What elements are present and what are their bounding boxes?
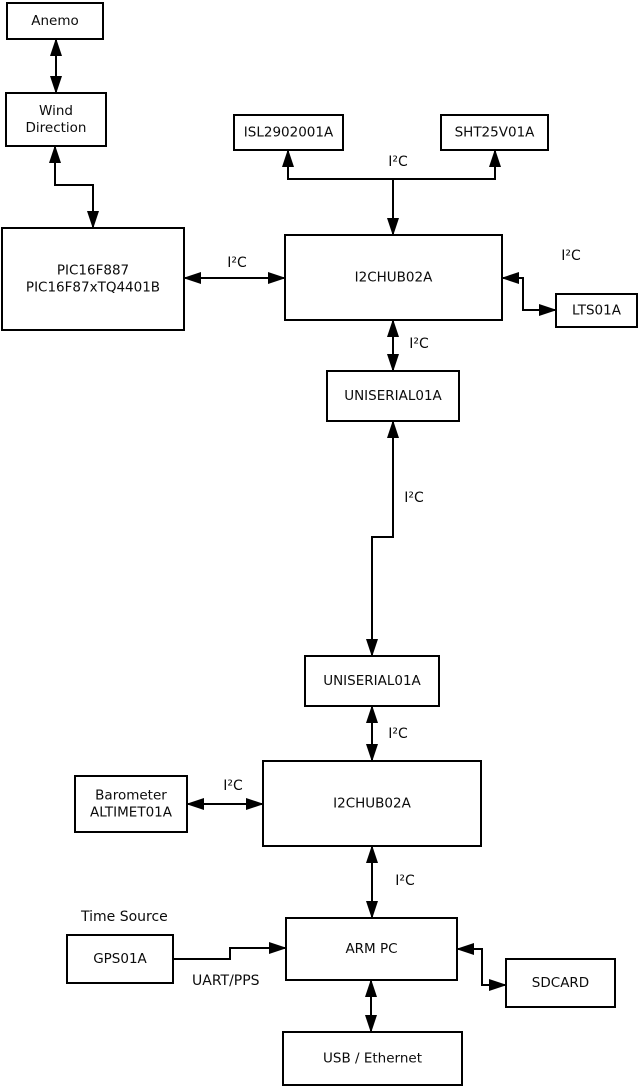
node-label-anemo: Anemo: [31, 13, 79, 29]
node-box-pic: [1, 227, 185, 331]
node-label-lts: LTS01A: [572, 303, 622, 319]
edge-armpc-sdcard: [456, 943, 507, 991]
node-box-arm-pc: [285, 917, 458, 981]
node-isl: ISL2902001A: [233, 114, 344, 151]
node-box-lts: [555, 293, 638, 328]
node-box-usb-ethernet: [282, 1031, 463, 1086]
node-label-barometer-line2: ALTIMET01A: [90, 805, 173, 821]
node-label-wind-direction-line2: Direction: [26, 120, 87, 136]
node-box-sdcard: [505, 958, 616, 1008]
node-label-pic-line1: PIC16F887: [57, 263, 129, 279]
node-label-pic-line2: PIC16F87xTQ4401B: [26, 280, 160, 296]
node-arm-pc: ARM PC: [285, 917, 458, 981]
node-label-gps: GPS01A: [93, 951, 147, 967]
node-label-usb-ethernet: USB / Ethernet: [323, 1051, 422, 1067]
node-label-sht: SHT25V01A: [455, 125, 536, 141]
node-i2c-hub-1: I2CHUB02A: [284, 234, 503, 321]
node-sdcard: SDCARD: [505, 958, 616, 1008]
node-anemo: Anemo: [6, 2, 104, 40]
edges-layer: [49, 38, 557, 1033]
label-i2c-hub1-lts: I²C: [561, 248, 581, 264]
node-box-barometer: [74, 775, 188, 833]
node-gps: GPS01A: [66, 934, 174, 984]
node-label-arm-pc: ARM PC: [345, 941, 397, 957]
node-i2c-hub-2: I2CHUB02A: [262, 760, 482, 847]
node-box-anemo: [6, 2, 104, 40]
node-label-sdcard: SDCARD: [532, 975, 589, 991]
node-uniserial-1: UNISERIAL01A: [326, 370, 460, 422]
node-box-isl: [233, 114, 344, 151]
node-box-i2c-hub-1: [284, 234, 503, 321]
node-box-wind-direction: [5, 92, 107, 147]
node-label-i2c-hub-1: I2CHUB02A: [355, 270, 433, 286]
node-box-uniserial-2: [304, 655, 440, 707]
label-i2c-uniserial2-hub2: I²C: [388, 726, 408, 742]
edge-hub1-lts: [501, 272, 557, 316]
node-lts: LTS01A: [555, 293, 638, 328]
label-i2c-hub1-uniserial1: I²C: [409, 336, 429, 352]
label-i2c-barometer-hub2: I²C: [223, 778, 243, 794]
node-label-uniserial-1: UNISERIAL01A: [344, 388, 442, 404]
node-label-wind-direction-line1: Wind: [39, 103, 73, 119]
node-label-uniserial-2: UNISERIAL01A: [323, 673, 421, 689]
node-usb-ethernet: USB / Ethernet: [282, 1031, 463, 1086]
labels-layer: I²C I²C I²C I²C I²C I²C I²C I²C Time SourceUART/…: [80, 154, 581, 989]
node-label-barometer-line1: Barometer: [95, 788, 167, 804]
edge-gps-armpc: [173, 942, 287, 960]
node-label-i2c-hub-2: I2CHUB02A: [333, 796, 411, 812]
node-box-sht: [440, 114, 549, 151]
node-label-isl: ISL2902001A: [244, 125, 334, 141]
node-uniserial-2: UNISERIAL01A: [304, 655, 440, 707]
node-box-i2c-hub-2: [262, 760, 482, 847]
label-uart-pps: UART/PPS: [192, 973, 260, 989]
label-i2c-hub2-armpc: I²C: [395, 873, 415, 889]
edge-wind-pic: [49, 145, 99, 229]
label-time-source: Time Source: [80, 909, 168, 925]
edge-uniserial1-uniserial2: [366, 420, 399, 657]
label-i2c-pic-hub1: I²C: [227, 255, 247, 271]
label-i2c-sensor-bus: I²C: [388, 154, 408, 170]
node-sht: SHT25V01A: [440, 114, 549, 151]
label-i2c-long-link: I²C: [404, 490, 424, 506]
edge-hub1-isl-sht-bus: [282, 149, 501, 180]
node-box-gps: [66, 934, 174, 984]
node-box-uniserial-1: [326, 370, 460, 422]
